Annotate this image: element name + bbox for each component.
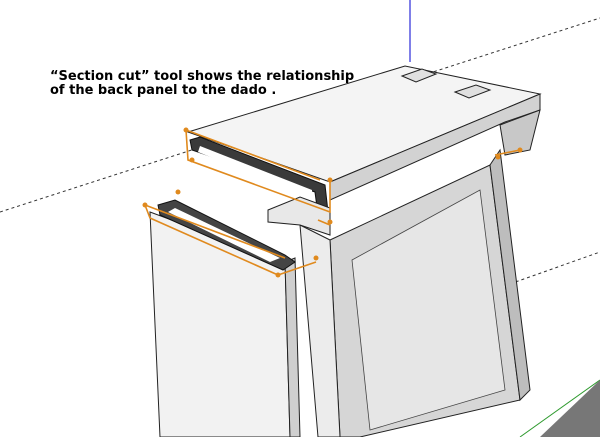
top-slab-right-return	[499, 109, 541, 156]
green-axis	[519, 379, 600, 437]
annotation-line-2: of the back panel to the dado .	[50, 83, 277, 98]
right-panel-front-edge	[299, 224, 341, 437]
section-cut-outline[interactable]	[144, 129, 521, 276]
annotation-text: “Section cut” tool shows the relationshi…	[50, 70, 354, 98]
ground-shadow	[540, 380, 600, 437]
left-panel-front	[149, 211, 291, 437]
right-panel-inner	[351, 189, 506, 431]
top-dado-inner	[198, 146, 312, 198]
annotation-line-1: “Section cut” tool shows the relationshi…	[50, 69, 355, 84]
hinge-block-2	[453, 84, 492, 99]
section-plane-grips[interactable]	[142, 127, 523, 278]
hinge-block-1	[400, 68, 438, 83]
